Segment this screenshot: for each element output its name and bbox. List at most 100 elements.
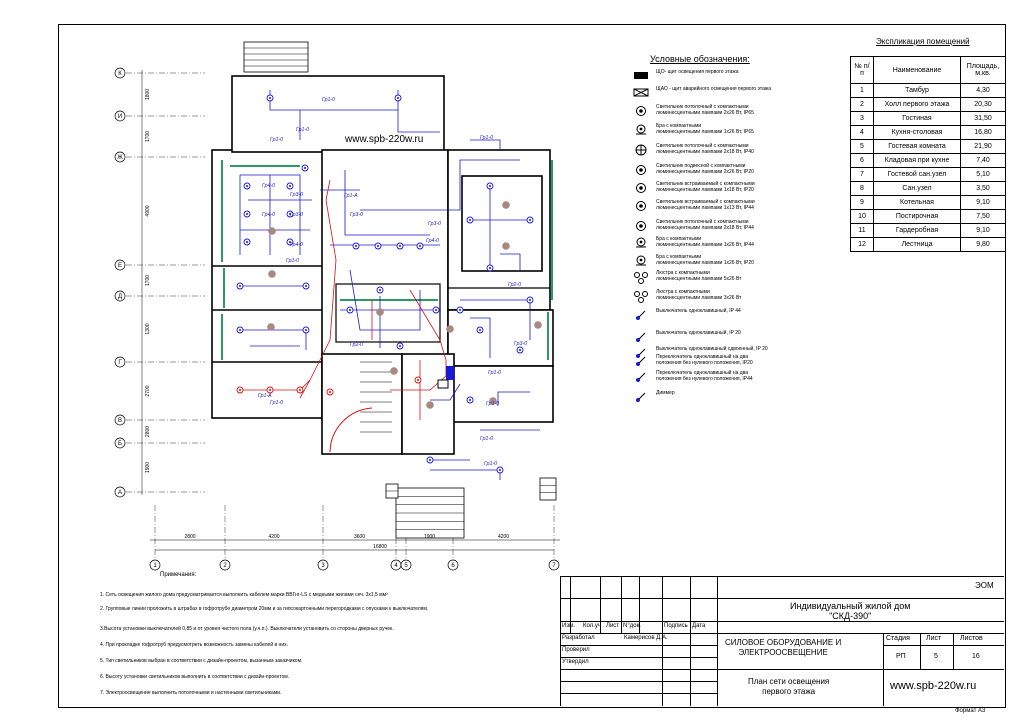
legend-item-text: Бра с компактными люминесцентными лампам… — [656, 254, 754, 266]
cable-blue — [360, 159, 520, 211]
axis-bubble — [149, 559, 161, 571]
room-name: Лестница — [873, 237, 961, 252]
dim-left: 1800 — [145, 89, 151, 100]
group-label: Гр1-0 — [480, 436, 493, 442]
legend-item-text: Светильник встраиваемый с компактными лю… — [656, 199, 755, 211]
project-title: Индивидуальный жилой дом "СКД-390" — [790, 601, 911, 621]
group-label: Гр3-0 — [290, 212, 303, 218]
watermark-url[interactable]: www.spb-220w.ru — [345, 134, 424, 145]
recessed-lamp-ip20-icon — [632, 181, 650, 197]
axis-bubble — [114, 67, 126, 79]
drawing-title: План сети освещения первого этажа — [748, 677, 830, 696]
switch-double-icon — [632, 346, 650, 362]
switch-ip20-icon — [632, 330, 650, 346]
ceiling-lamp-ip40-icon — [632, 143, 650, 159]
dim-bottom: 4200 — [498, 534, 509, 540]
stage-value: РП — [896, 653, 906, 660]
axis-letter: Г — [118, 360, 122, 366]
room-name: Гостевая комната — [873, 139, 961, 154]
wall — [447, 309, 554, 367]
site-url[interactable]: www.spb-220w.ru — [890, 680, 977, 692]
switch-2way-ip44-icon — [632, 370, 650, 386]
legend-item: Светильник встраиваемый с компактными лю… — [630, 181, 830, 199]
legend-item-text: Люстра с компактными люминесцентными лам… — [656, 289, 742, 301]
legend-item: Светильник подвесной с компактными люмин… — [630, 163, 830, 181]
section-title: СИЛОВОЕ ОБОРУДОВАНИЕ И ЭЛЕКТРООСВЕЩЕНИЕ — [725, 638, 842, 657]
cable-blue — [430, 383, 461, 401]
dim-left: 4900 — [145, 205, 151, 216]
cable-blue — [240, 174, 301, 255]
stage-label: Стадия — [886, 635, 910, 642]
legend-item-text: Светильник потолочный с компактными люми… — [656, 219, 754, 231]
panel-black-icon — [632, 69, 650, 85]
axis-bubble — [447, 559, 459, 571]
dim-left: 2700 — [145, 385, 151, 396]
room-area: 20,30 — [960, 97, 1006, 112]
legend-item: Диммер — [630, 390, 830, 408]
room-area: 21,90 — [960, 139, 1006, 154]
group-label: Гр1-0 — [486, 401, 499, 407]
room-name: Котельная — [873, 195, 961, 210]
legend-item: Светильник встраиваемый с компактными лю… — [630, 199, 830, 217]
legend-item: Светильник потолочный с компактными люми… — [630, 104, 830, 122]
axis-bubble — [114, 437, 126, 449]
legend-item: Люстра с компактными люминесцентными лам… — [630, 289, 830, 307]
room-area: 7,50 — [960, 209, 1006, 224]
dim-bottom: 3600 — [354, 534, 365, 540]
chandelier-icon — [376, 308, 384, 316]
chandelier-icon — [534, 321, 542, 329]
legend-item: ЩО- щит освещения первого этажа — [630, 69, 830, 87]
legend-item-text: ЩО- щит освещения первого этажа — [656, 69, 739, 75]
room-name: Постирочная — [873, 209, 961, 224]
col-kol: Кол.уч — [583, 623, 601, 629]
legend-item-text: Люстра с компактными люминесцентными лам… — [656, 270, 742, 282]
chandelier-5-icon — [632, 270, 650, 286]
row-number: 6 — [850, 153, 874, 168]
panel-icon — [446, 366, 454, 380]
col-list: Лист — [606, 623, 620, 629]
axis-bubble — [548, 559, 560, 571]
note-item: 6. Высоту установки светильников выполни… — [100, 674, 290, 680]
group-label: Гр4-0 — [262, 212, 275, 218]
role-developer: Разработал — [562, 635, 595, 641]
ceiling-lamp-ip44-icon — [632, 219, 650, 235]
group-label: Гр1-0 — [270, 137, 283, 143]
sheet-label: Лист — [926, 635, 942, 642]
chandelier-icon — [502, 242, 510, 250]
room-area: 7,40 — [960, 153, 1006, 168]
group-label: Гр1-0 — [296, 127, 309, 133]
legend-item: Переключатель одноклавишный на два полож… — [630, 370, 830, 388]
stair-arc — [329, 407, 373, 453]
room-area: 4,30 — [960, 83, 1006, 98]
legend-item-text: Светильник потолочный с компактными люми… — [656, 143, 754, 155]
axis-letter: К — [118, 71, 122, 77]
col-ndoc: N°док. — [623, 623, 641, 629]
axis-bubble — [219, 559, 231, 571]
axis-number: 6 — [451, 563, 455, 569]
interior-wall — [335, 283, 441, 343]
group-label: Гр3-0 — [428, 221, 441, 227]
room-name: Холл первого этажа — [873, 97, 961, 112]
group-label: Гр1-0 — [484, 461, 497, 467]
dim-bottom: 1900 — [424, 534, 435, 540]
axis-letter: Д — [118, 294, 122, 300]
axis-bubble — [114, 356, 126, 368]
group-label: Гр4-0 — [426, 238, 439, 244]
axis-bubble — [317, 559, 329, 571]
room-name: Тамбур — [873, 83, 961, 98]
chandelier-icon — [446, 325, 454, 333]
cable-blue — [500, 253, 521, 270]
chandelier-icon — [489, 397, 497, 405]
notes-header: Примечания: — [160, 572, 197, 578]
room-area: 3,50 — [960, 181, 1006, 196]
group-label: Гр2-0 — [508, 282, 521, 288]
wall-lamp-ip44-icon — [632, 236, 650, 252]
